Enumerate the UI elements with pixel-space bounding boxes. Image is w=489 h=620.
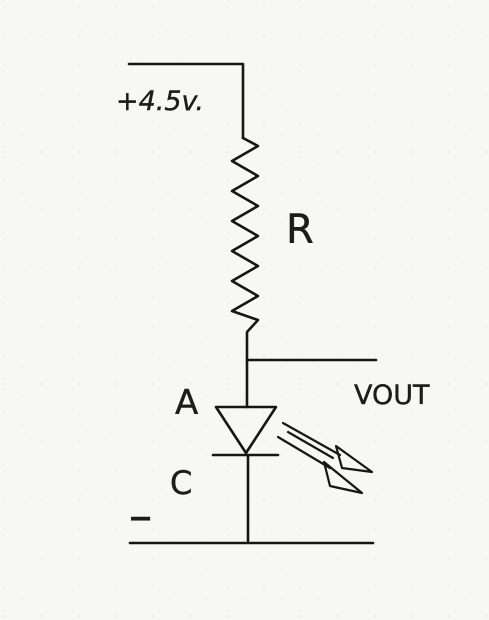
supply-voltage-label: +4.5v. <box>116 86 204 117</box>
resistor <box>230 136 260 362</box>
led-diode <box>211 405 280 543</box>
ground-sign-label: − <box>128 501 153 536</box>
vout-label: VOUT <box>354 380 430 411</box>
resistor-label: R <box>286 207 314 253</box>
output-node <box>245 358 378 409</box>
cathode-label: C <box>170 464 192 502</box>
emission-arrows <box>276 421 374 495</box>
arrow-head-lower <box>322 460 364 495</box>
anode-label: A <box>175 383 198 423</box>
arrow-head-upper <box>334 444 374 474</box>
supply-rail <box>127 62 245 140</box>
